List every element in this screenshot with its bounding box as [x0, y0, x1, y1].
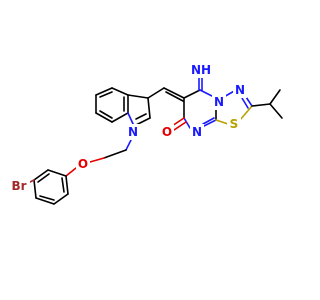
pyrimidinone-ring: [171, 75, 217, 131]
bond: [183, 117, 191, 129]
indole-nitrogen-atom: N: [128, 125, 138, 139]
atom-labels: Br O N NH N N N S O: [8, 62, 247, 194]
carbonyl-oxygen-atom: O: [162, 125, 172, 139]
bond: [89, 157, 105, 163]
bond: [65, 175, 69, 195]
bond: [239, 105, 253, 121]
ring-nitrogen-top-atom: N: [214, 95, 224, 109]
bond-inner: [241, 97, 249, 109]
bond: [47, 169, 67, 177]
sulfur-atom: S: [230, 117, 239, 131]
bond-inner: [61, 177, 65, 193]
bond: [215, 119, 229, 125]
bond: [65, 167, 77, 177]
bond: [95, 87, 113, 96]
bromophenyl-ring: [21, 167, 77, 205]
bond-inner: [135, 113, 147, 120]
bond-inner: [39, 195, 55, 201]
molecule-diagram: Br O N NH N N N S O: [8, 62, 283, 205]
indole-benzene-ring: [95, 87, 129, 123]
bond-double: [165, 91, 184, 102]
ring-nitrogen-right-atom: N: [235, 83, 245, 97]
bond: [269, 89, 281, 105]
bond-double: [173, 121, 187, 131]
bond: [269, 103, 283, 119]
bond: [127, 112, 135, 127]
bond-inner: [99, 110, 113, 119]
bond-inner: [202, 117, 215, 125]
isopropyl-group: [251, 89, 283, 119]
bond: [111, 112, 129, 123]
bond: [127, 94, 149, 99]
bond: [103, 149, 127, 159]
bond: [33, 169, 49, 181]
bond-inner: [99, 91, 113, 98]
molecule-structure: Br O N NH N N N S O: [8, 62, 283, 205]
bond: [251, 103, 271, 107]
bond: [53, 193, 69, 205]
bromine-atom: Br: [11, 179, 26, 193]
ring-nitrogen-bottom-atom: N: [192, 125, 202, 139]
imine-nitrogen-atom: NH: [191, 63, 211, 77]
bond: [95, 112, 113, 123]
bond: [147, 97, 151, 119]
bond: [111, 87, 129, 96]
bond: [147, 87, 165, 99]
ether-oxygen-atom: O: [78, 157, 88, 171]
bond-inner: [37, 173, 50, 183]
bond: [35, 197, 55, 205]
bond: [163, 87, 185, 99]
bond: [183, 89, 201, 99]
bond: [33, 179, 37, 199]
methylidene-bridge: [147, 87, 185, 102]
indole-pyrrole-ring: [127, 94, 151, 127]
